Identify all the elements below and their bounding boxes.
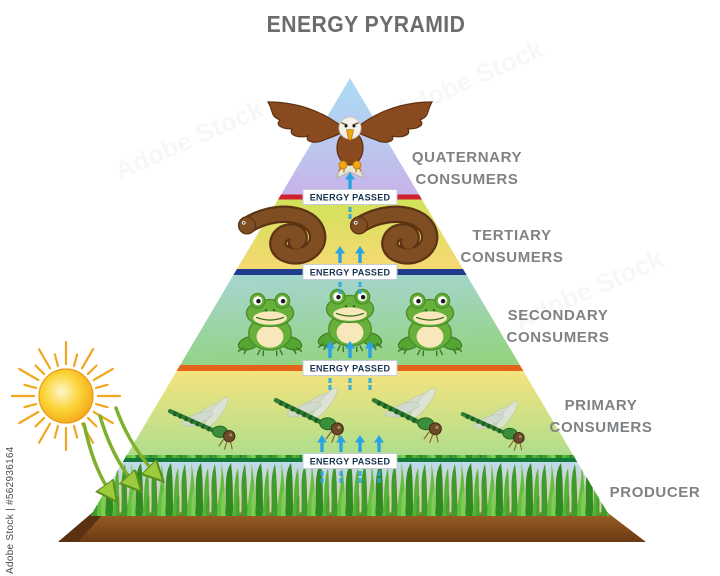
label-line: TERTIARY xyxy=(472,227,551,244)
energy-arrow-dash xyxy=(368,385,372,390)
energy-passed-quaternary: ENERGY PASSED xyxy=(302,172,398,219)
energy-arrow-dash xyxy=(368,378,372,383)
energy-arrow-dash xyxy=(320,478,324,483)
sunlight-arrows xyxy=(82,406,160,498)
stock-id-watermark: Adobe Stock | #562936164 xyxy=(5,446,16,574)
energy-passed-producer: ENERGY PASSED xyxy=(302,435,398,483)
level-label-producer: PRODUCER xyxy=(610,484,701,501)
energy-arrow-dash xyxy=(358,289,362,294)
label-line: PRIMARY xyxy=(565,397,638,414)
label-line: QUATERNARY xyxy=(412,149,522,166)
energy-arrow-dash xyxy=(339,471,343,476)
level-labels: QUATERNARY CONSUMERS TERTIARY CONSUMERS … xyxy=(412,149,700,501)
level-label-primary: PRIMARY CONSUMERS xyxy=(550,397,653,436)
level-label-tertiary: TERTIARY CONSUMERS xyxy=(461,227,564,266)
eagle xyxy=(266,101,434,179)
energy-passed-label: ENERGY PASSED xyxy=(310,268,391,278)
energy-arrow-dash xyxy=(320,471,324,476)
energy-arrow-dash xyxy=(358,471,362,476)
label-line: CONSUMERS xyxy=(416,171,519,188)
energy-passed-label: ENERGY PASSED xyxy=(310,457,391,467)
energy-arrow-dash xyxy=(328,385,332,390)
energy-arrow-dash xyxy=(358,478,362,483)
energy-arrow-dash xyxy=(358,282,362,287)
label-line: CONSUMERS xyxy=(461,249,564,266)
sun-icon xyxy=(10,340,122,452)
label-line: CONSUMERS xyxy=(550,419,653,436)
energy-arrow-dash xyxy=(348,214,352,219)
label-line: PRODUCER xyxy=(610,484,701,501)
energy-arrow-dash xyxy=(338,282,342,287)
label-line: SECONDARY xyxy=(508,307,609,324)
energy-arrow-dash xyxy=(377,478,381,483)
watermark-text: Adobe Stock xyxy=(110,93,268,185)
energy-passed-label: ENERGY PASSED xyxy=(310,364,391,374)
energy-passed-secondary: ENERGY PASSED xyxy=(302,341,398,390)
energy-arrow-dash xyxy=(377,471,381,476)
energy-arrow-dash xyxy=(348,385,352,390)
energy-arrow-dash xyxy=(328,378,332,383)
label-line: CONSUMERS xyxy=(507,329,610,346)
level-label-secondary: SECONDARY CONSUMERS xyxy=(507,307,610,346)
diagram-title: ENERGY PYRAMID xyxy=(267,11,466,37)
sunlight-arrow xyxy=(114,406,160,478)
energy-arrow-dash xyxy=(348,207,352,212)
energy-arrow-dash xyxy=(338,289,342,294)
level-label-quaternary: QUATERNARY CONSUMERS xyxy=(412,149,522,188)
energy-arrow-dash xyxy=(348,378,352,383)
energy-passed-tertiary: ENERGY PASSED xyxy=(302,246,398,294)
energy-arrow-dash xyxy=(339,478,343,483)
sunlight-arrow xyxy=(82,422,114,498)
sunlight-arrow xyxy=(98,414,138,488)
energy-passed-label: ENERGY PASSED xyxy=(310,193,391,203)
